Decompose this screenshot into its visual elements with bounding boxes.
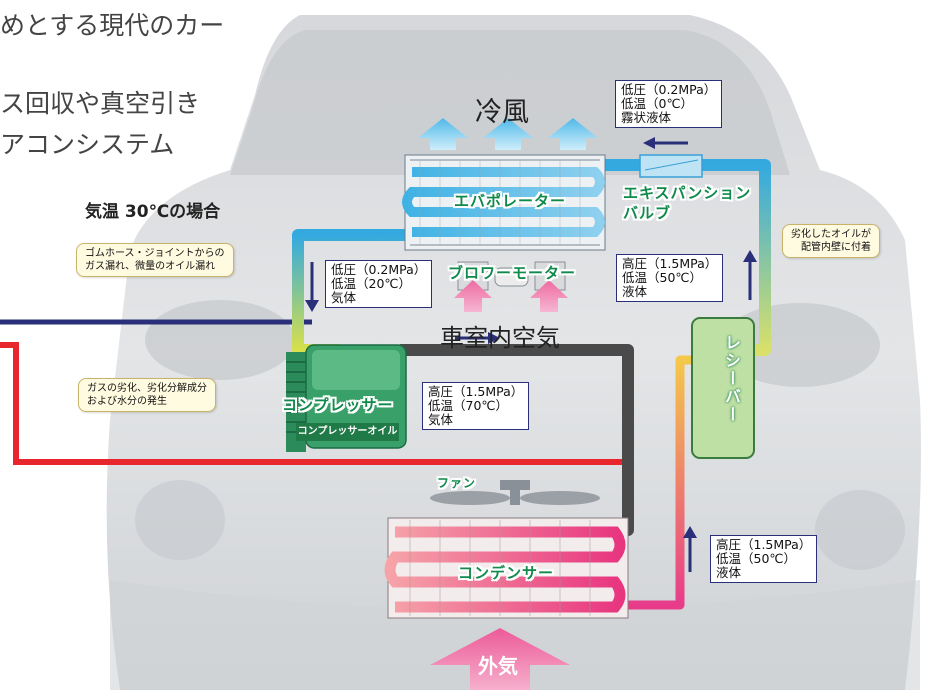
- condenser-label: コンデンサー: [458, 564, 555, 582]
- cold-air-label: 冷風: [475, 97, 529, 128]
- fan-label: ファン: [437, 476, 477, 490]
- callout-hose-leak: ゴムホース・ジョイントからの ガス漏れ、微量のオイル漏れ: [76, 243, 234, 277]
- intro-line-3: アコンシステム: [0, 130, 175, 159]
- fan: [430, 480, 600, 505]
- cold-air-arrows: [418, 118, 598, 150]
- state-box-after-expansion: 低圧（0.2MPa） 低温（0℃） 霧状液体: [615, 80, 723, 128]
- blower-motor-label: ブロワーモーター: [448, 264, 577, 282]
- expansion-valve-label-2: バルブ: [623, 204, 672, 222]
- compressor-label: コンプレッサー: [282, 396, 394, 414]
- callout-oil-deposit: 劣化したオイルが 配管内壁に付着: [782, 224, 880, 258]
- compressor-oil-label: コンプレッサーオイル: [296, 423, 399, 441]
- compressor: [286, 344, 407, 452]
- receiver: [691, 317, 755, 459]
- pipe-condenser-to-receiver: [620, 355, 695, 610]
- state-box-after-condenser: 高圧（1.5MPa） 低温（50℃） 液体: [710, 535, 818, 583]
- red-line: [0, 342, 624, 465]
- outside-air-arrow: [430, 628, 570, 690]
- intro-line-2: ス回収や真空引き: [0, 89, 201, 118]
- expansion-valve: [639, 154, 703, 178]
- condenser: [384, 517, 629, 619]
- flow-arrows: [305, 137, 757, 572]
- cabin-air-label: 車室内空気: [440, 324, 560, 352]
- condition-title: 気温 30℃の場合: [85, 202, 221, 222]
- outside-air-label: 外気: [478, 654, 518, 678]
- receiver-label: レシーバー: [722, 334, 741, 424]
- evaporator: [402, 154, 606, 251]
- pipe-receiver-to-expansion: [700, 159, 771, 356]
- intro-line-1: めとする現代のカー: [0, 11, 225, 40]
- state-box-before-compressor: 低圧（0.2MPa） 低温（20℃） 気体: [325, 260, 433, 308]
- state-box-before-expansion: 高圧（1.5MPa） 低温（50℃） 液体: [616, 254, 724, 302]
- state-box-after-compressor: 高圧（1.5MPa） 低温（70℃） 気体: [422, 382, 530, 430]
- expansion-valve-label-1: エキスパンション: [623, 184, 752, 202]
- blower-arrows: [454, 280, 568, 312]
- callout-gas-degradation: ガスの劣化、劣化分解成分 および水分の発生: [78, 378, 216, 412]
- evaporator-label: エバポレーター: [454, 192, 567, 210]
